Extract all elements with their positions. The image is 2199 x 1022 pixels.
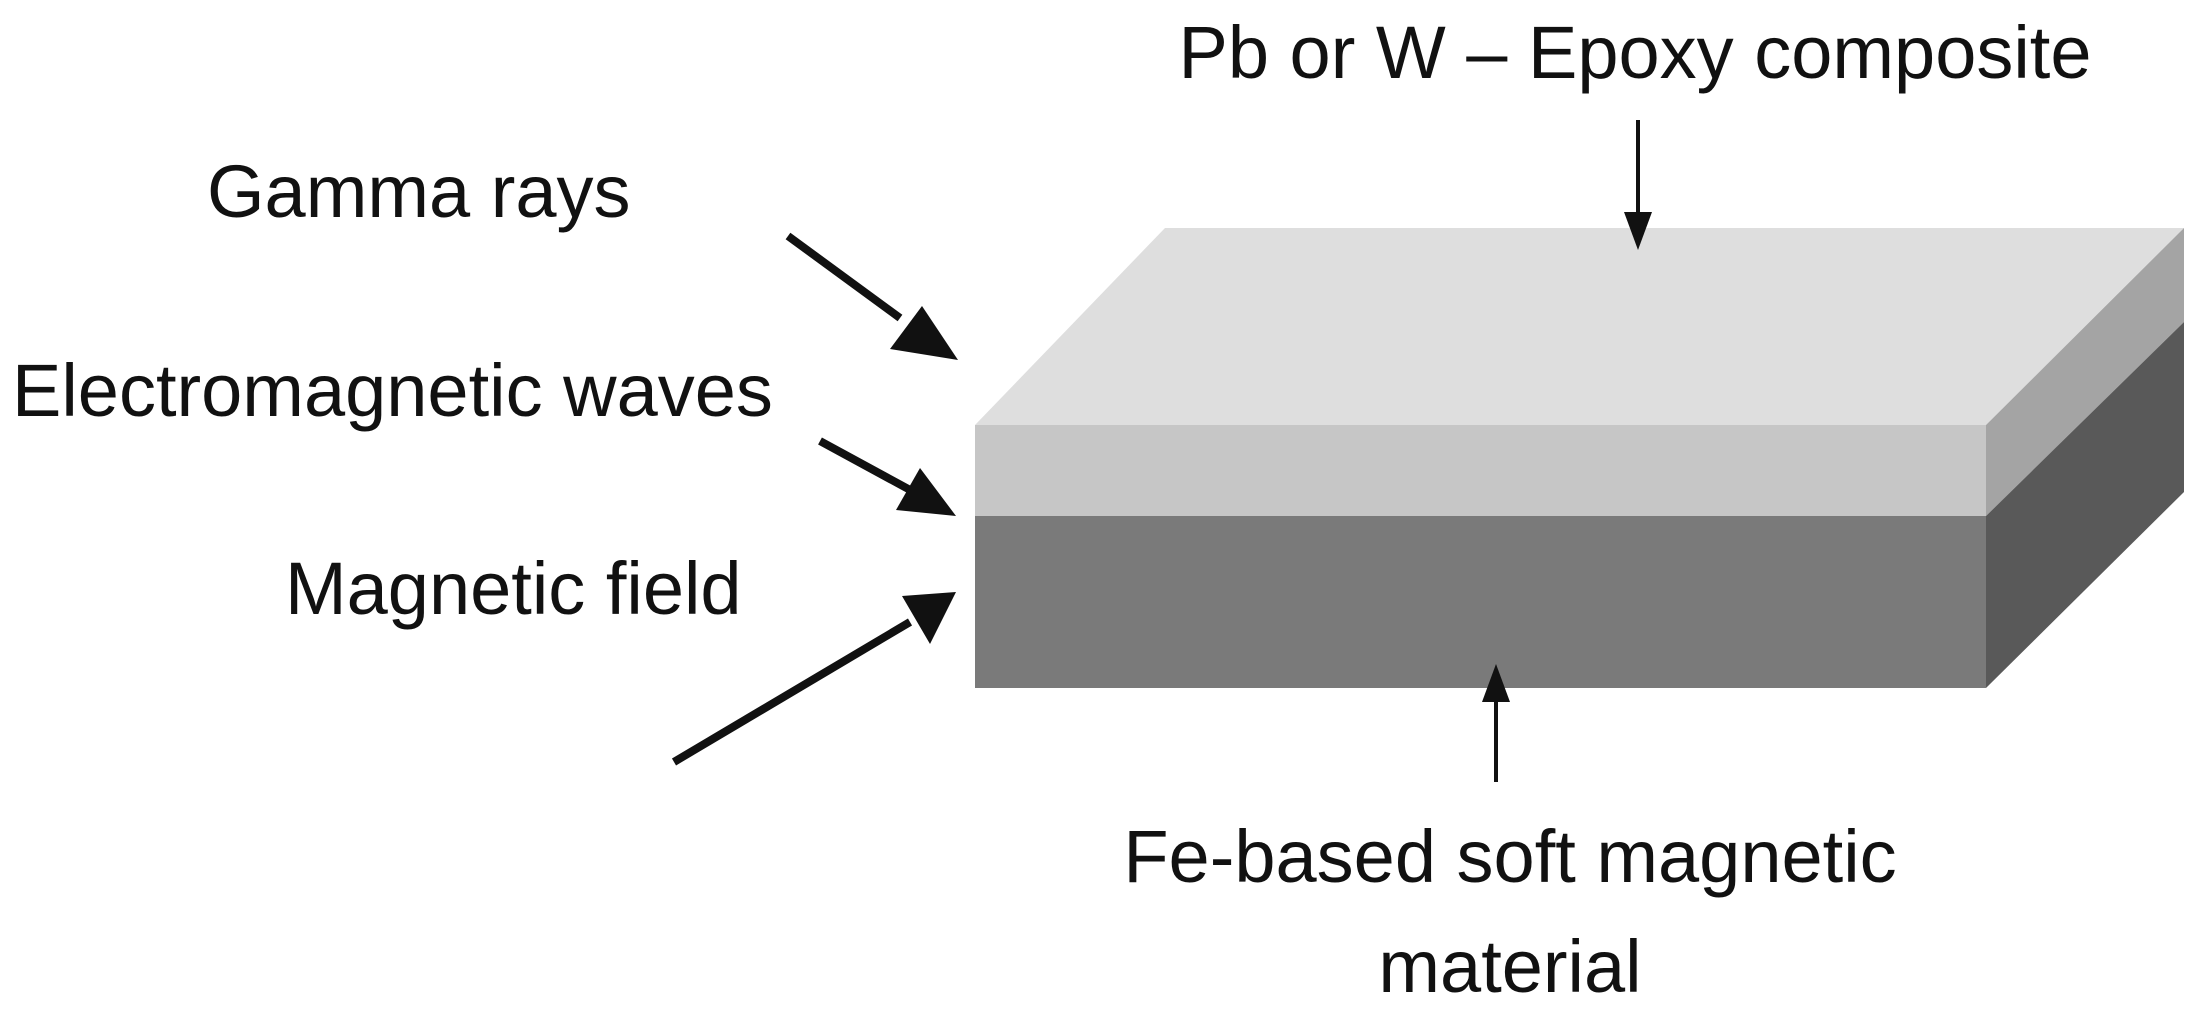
bottom-layer-label-line2: material xyxy=(1378,925,1641,1008)
top-layer-front-face xyxy=(975,425,1986,516)
bottom-layer-side-face xyxy=(1986,322,2184,688)
gamma-rays-label: Gamma rays xyxy=(207,150,631,233)
em-waves-arrow xyxy=(818,437,914,495)
magnetic-field-arrowhead xyxy=(902,592,956,644)
bottom-layer-label-line1: Fe-based soft magnetic xyxy=(1123,815,1896,898)
top-layer-pointer-head xyxy=(1624,212,1652,250)
bottom-layer-pointer-head xyxy=(1482,664,1510,702)
layered-block xyxy=(975,228,2184,688)
em-waves-arrowhead xyxy=(896,468,956,516)
top-layer-side-face xyxy=(1986,228,2184,516)
top-layer-top-face xyxy=(975,228,2184,425)
magnetic-field-label: Magnetic field xyxy=(285,547,742,630)
magnetic-field-arrow xyxy=(671,618,913,766)
labels: Pb or W – Epoxy composite Gamma rays Ele… xyxy=(12,11,2092,1008)
gamma-rays-arrow xyxy=(785,232,903,322)
top-layer-label: Pb or W – Epoxy composite xyxy=(1178,11,2091,94)
bottom-layer-front-face xyxy=(975,516,1986,688)
em-waves-label: Electromagnetic waves xyxy=(12,349,773,432)
arrows xyxy=(671,120,1652,782)
gamma-rays-arrowhead xyxy=(890,306,958,360)
